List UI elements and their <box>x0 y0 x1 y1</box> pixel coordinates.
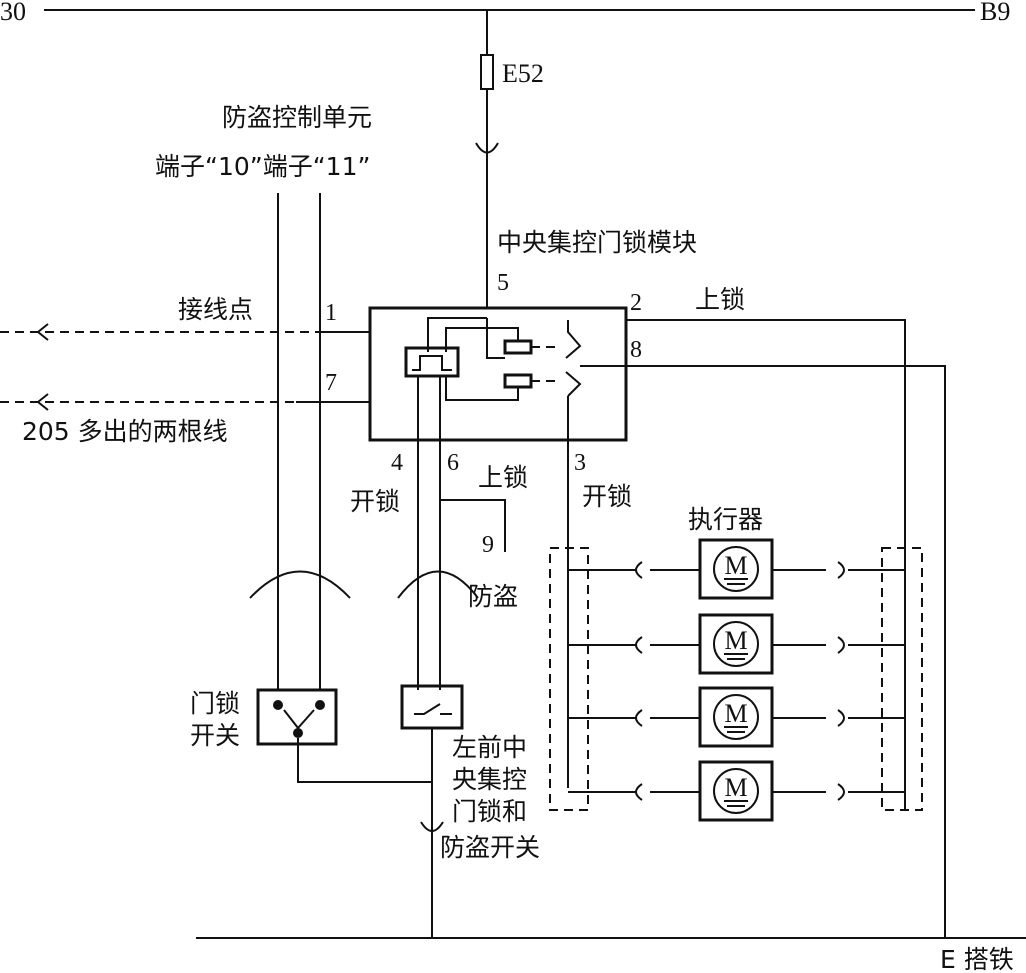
door-switch-ground-wire <box>297 738 432 783</box>
act1-conn-left <box>635 561 643 579</box>
module-internal-a <box>427 317 487 352</box>
module-internal-d <box>445 376 519 401</box>
act3-conn-right <box>837 709 845 727</box>
actuator-2: M <box>568 613 905 675</box>
pin-9: 9 <box>482 532 494 558</box>
anti-theft-unit-title: 防盗控制单元 <box>222 103 372 132</box>
central-lock-module <box>368 306 628 442</box>
switch-contact-right <box>315 700 325 710</box>
act4-motor-letter: M <box>724 773 747 802</box>
act2-motor-letter: M <box>724 626 747 655</box>
fuse-e52 <box>480 54 494 90</box>
connector-mid-arc <box>397 570 479 599</box>
anti-theft-terminals: 端子“10”端子“11” <box>155 152 370 181</box>
switch-arm-right <box>297 709 315 729</box>
pin-1: 1 <box>325 300 337 326</box>
lock-label-top: 上锁 <box>695 285 745 314</box>
actuator-3: M <box>568 686 905 748</box>
module-control-chip <box>404 346 460 378</box>
actuator-1: M <box>568 538 905 600</box>
unlock-label-left: 开锁 <box>350 487 400 516</box>
act1-conn-right <box>837 561 845 579</box>
lf-label-3: 门锁和 <box>452 797 527 826</box>
connector-ground <box>420 821 444 832</box>
unlock-label-right: 开锁 <box>582 482 632 511</box>
module-internal-c <box>445 327 519 352</box>
act3-motor-letter: M <box>724 699 747 728</box>
fuse-label: E52 <box>502 59 544 88</box>
door-switch-label-2: 开关 <box>190 721 240 750</box>
lock-wire-pin2 <box>626 319 906 810</box>
connector-block-right <box>881 547 923 811</box>
extra-wires-label: 205 多出的两根线 <box>22 417 228 446</box>
ground-label: E 搭铁 <box>940 945 1014 973</box>
connector-feed <box>475 142 499 154</box>
actuators: M M M <box>568 538 905 822</box>
act4-conn-left <box>635 783 643 801</box>
pin-5: 5 <box>497 270 509 296</box>
act4-conn-right <box>837 783 845 801</box>
act1-motor-letter: M <box>724 551 747 580</box>
lf-label-4: 防盗开关 <box>440 833 540 862</box>
pulse-icon <box>412 355 452 371</box>
relay-contact-unlock <box>565 371 582 397</box>
switch-arm-left <box>283 709 299 729</box>
act3-conn-left <box>635 709 643 727</box>
extra-arrow <box>36 393 49 411</box>
act2-motor-icon <box>713 621 759 667</box>
lf-antitheft-switch <box>400 684 464 730</box>
lock-label-mid: 上锁 <box>478 463 528 492</box>
relay-coil-lock <box>503 339 533 355</box>
switch-contact-left <box>273 700 283 710</box>
antitheft-branch-pin9 <box>440 499 506 552</box>
actuator-4: M <box>568 760 905 822</box>
act1-motor-icon <box>713 546 759 592</box>
relay-coil-unlock <box>503 373 533 389</box>
act3-motor-icon <box>713 694 759 740</box>
module-title: 中央集控门锁模块 <box>497 228 697 257</box>
pin-4: 4 <box>391 450 403 476</box>
anti-theft-label: 防盗 <box>468 582 518 611</box>
lf-label-1: 左前中 <box>452 733 527 762</box>
pin-8: 8 <box>630 337 642 363</box>
act4-motor-icon <box>713 768 759 814</box>
ground-wire-pin8 <box>580 365 946 938</box>
pin-3: 3 <box>574 450 586 476</box>
lf-label-2: 央集控 <box>452 765 527 794</box>
pin-2: 2 <box>630 290 642 316</box>
act2-conn-right <box>837 636 845 654</box>
act2-conn-left <box>635 636 643 654</box>
pin-7: 7 <box>325 370 337 396</box>
switch-common-contact <box>293 728 303 738</box>
actuator-title: 执行器 <box>688 505 763 534</box>
rail-label-b9: B9 <box>980 0 1010 26</box>
junction-arrow <box>36 323 49 341</box>
junction-label: 接线点 <box>178 295 253 324</box>
relay-contact-lock <box>565 320 582 359</box>
rail-label-30: 30 <box>0 0 26 26</box>
connector-block-left <box>549 547 589 811</box>
module-internal-b <box>486 318 505 359</box>
lf-switch-contact <box>414 703 441 715</box>
pin-6: 6 <box>447 450 459 476</box>
connector-left-arc <box>249 570 351 599</box>
door-switch-label-1: 门锁 <box>190 689 240 718</box>
